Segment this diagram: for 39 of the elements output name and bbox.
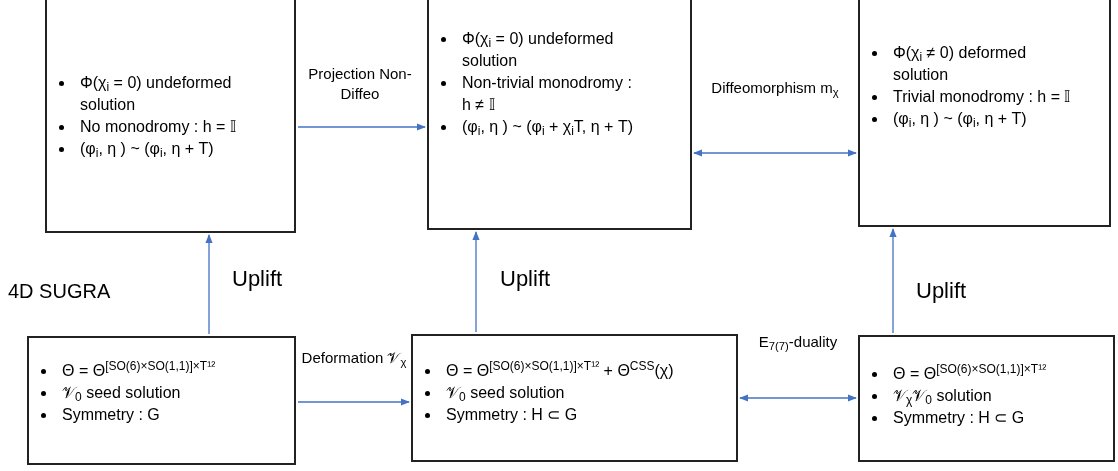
bullet-text: Φ(χ$_{i}$ ≠ 0) deformed solution	[893, 43, 1028, 85]
bullet-text: Trivial monodromy : h = 𝕀	[893, 87, 1071, 107]
bullet-text: Θ = Θ$^{[SO(6)×SO(1,1)]×T¹²}$	[62, 360, 216, 381]
bullet-text: 𝒱$_{0}$ seed solution	[62, 383, 181, 404]
edge-label: Uplift	[500, 265, 552, 293]
bullet-text: 𝒱$_{0}$ seed solution	[446, 383, 565, 404]
text-box	[858, 0, 1111, 227]
text-box	[411, 334, 738, 462]
layer-label: 4D SUGRA	[8, 279, 111, 304]
text-box	[27, 336, 296, 465]
edge-label: E$_{7(7)}$-duality	[757, 332, 839, 352]
edge-label: Diffeomorphism m$_{χ}$	[710, 78, 840, 98]
bullet-text: Symmetry : H ⊂ G	[446, 405, 578, 425]
edge-label: Deformation 𝒱$_{χ}$	[300, 348, 408, 368]
bullet-text: (φ$_{i}$, η ) ~ (φ$_{i}$, η + T)	[893, 109, 1027, 130]
arrow	[472, 231, 480, 333]
bullet-text: Θ = Θ$^{[SO(6)×SO(1,1)]×T¹²}$	[893, 363, 1047, 384]
bullet-text: Symmetry : G	[62, 405, 160, 425]
arrow	[297, 398, 410, 406]
text-box	[427, 0, 692, 230]
bullet-text: Θ = Θ$^{[SO(6)×SO(1,1)]×T¹²}$ + Θ$^{CSS}$(χ)	[446, 360, 674, 381]
arrow	[889, 228, 897, 334]
edge-label: Uplift	[916, 277, 968, 305]
text-box	[858, 335, 1115, 462]
arrow	[297, 123, 426, 131]
edge-label: Projection Non-Diffeo	[307, 64, 413, 104]
bullet-text: 𝒱$_{χ}$𝒱$_{0}$ solution	[893, 386, 992, 407]
arrow	[205, 234, 213, 335]
bullet-text: No monodromy : h = 𝕀	[80, 117, 236, 137]
bullet-text: Non-trivial monodromy : h ≠ 𝕀	[462, 73, 633, 115]
bullet-text: (φ$_{i}$, η ) ~ (φ$_{i}$, η + T)	[80, 139, 214, 160]
bullet-text: (φ$_{i}$, η ) ~ (φ$_{i}$ + χ$_{i}$T, η + T)	[462, 117, 633, 138]
edge-label: Uplift	[232, 265, 284, 293]
bullet-text: Φ(χ$_{i}$ = 0) undeformed solution	[462, 29, 615, 71]
bullet-text: Φ(χ$_{i}$ = 0) undeformed solution	[80, 73, 233, 115]
arrow	[693, 149, 857, 157]
text-box	[45, 0, 296, 233]
arrow	[739, 394, 857, 402]
bullet-text: Symmetry : H ⊂ G	[893, 408, 1025, 428]
